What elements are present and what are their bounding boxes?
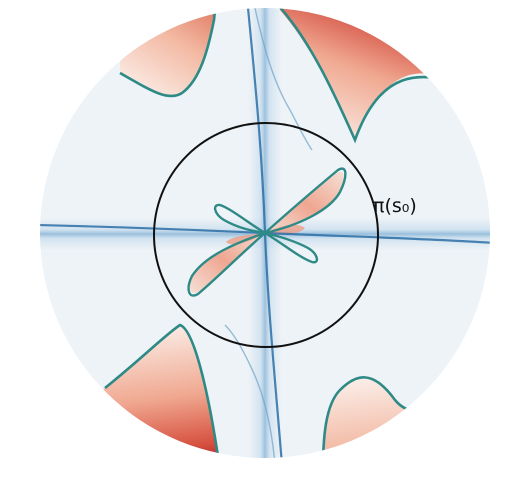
- petal-fill-lower-left: [190, 233, 265, 294]
- lower-curved-blue-line: [224, 324, 276, 458]
- contour-bottom-left: [104, 323, 222, 458]
- upper-curved-blue-line: [254, 8, 313, 151]
- disk-shading: [40, 8, 490, 458]
- contour-top-left: [119, 8, 218, 98]
- contour-petal-upper-left: [213, 203, 266, 235]
- contour-petal-lower-right: [264, 231, 319, 264]
- contour-top-right: [277, 8, 463, 144]
- contour-petal-upper-right: [264, 167, 347, 235]
- petal-fill-upper-right: [265, 171, 344, 233]
- circle-label: π(s₀): [373, 195, 417, 217]
- petal-fill-small-right: [265, 224, 305, 235]
- contour-petal-lower-left: [187, 231, 266, 297]
- reference-circle: [153, 122, 379, 348]
